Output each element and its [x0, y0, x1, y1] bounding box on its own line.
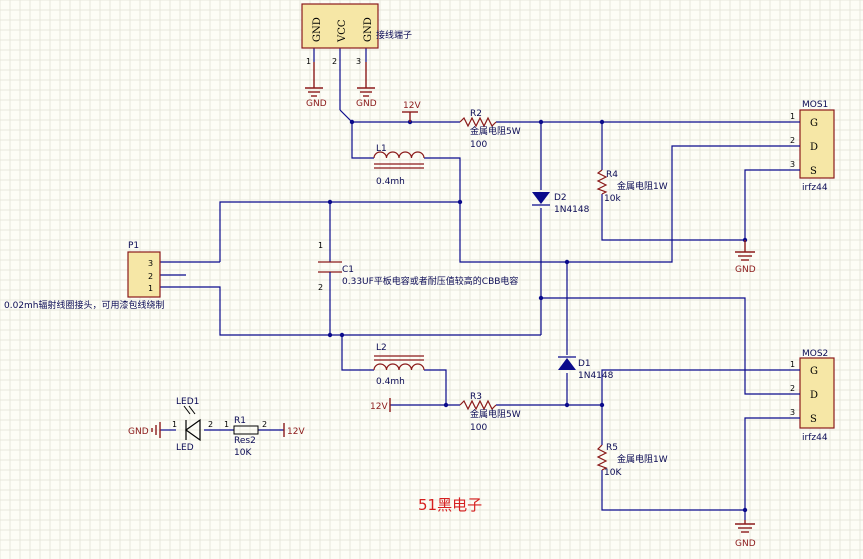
r1-pin1: 1: [224, 420, 229, 429]
v12-label: 12V: [370, 402, 388, 412]
d1-value: 1N4148: [578, 371, 614, 381]
led1-pin2: 2: [208, 420, 213, 429]
r2-value: 100: [470, 140, 487, 150]
c1-desc: 0.33UF平板电容或者耐压值较高的CBB电容: [342, 275, 518, 287]
gnd-symbol-mos1: GND: [735, 240, 756, 275]
p1-ref: P1: [128, 241, 139, 251]
r5-desc: 金属电阻1W: [617, 453, 668, 465]
junctions: [327, 119, 748, 513]
led1-ref: LED1: [176, 397, 199, 407]
mos2-pin-number-3: 3: [790, 408, 795, 417]
c1-ref: C1: [342, 265, 354, 275]
resistor-r2[interactable]: R2 金属电阻5W 100: [459, 109, 521, 150]
led1-name: LED: [176, 443, 194, 453]
inductor-l2[interactable]: L2 0.4mh: [373, 343, 425, 387]
connector-top[interactable]: GND VCC GND 1 2 3 接线端子: [301, 3, 412, 66]
p1-pin-3: 3: [148, 259, 153, 268]
r3-desc: 金属电阻5W: [470, 408, 521, 420]
connector-note: 接线端子: [376, 29, 412, 41]
mos1-ref: MOS1: [802, 100, 828, 110]
led-led1[interactable]: 1 2 LED1 LED: [172, 397, 213, 453]
c1-pin2: 2: [318, 283, 323, 292]
connector-pin-gnd2: GND: [363, 17, 374, 42]
p1-pin-2: 2: [148, 272, 153, 281]
r4-desc: 金属电阻1W: [617, 180, 668, 192]
capacitor-c1[interactable]: 1 2 C1 0.33UF平板电容或者耐压值较高的CBB电容: [318, 238, 518, 292]
p1-pin-1: 1: [148, 284, 153, 293]
mos2-ref: MOS2: [802, 349, 828, 359]
r1-pin2: 2: [262, 420, 267, 429]
v12-label: 12V: [287, 427, 305, 437]
r4-ref: R4: [606, 170, 618, 180]
d1-ref: D1: [578, 359, 591, 369]
gnd-label: GND: [735, 539, 756, 549]
diode-d2[interactable]: D2 1N4148: [532, 192, 590, 215]
vcc-12v-symbol-top: 12V: [402, 101, 421, 122]
mos1-pin-number-2: 2: [790, 136, 795, 145]
resistor-r5[interactable]: R5 金属电阻1W 10K: [596, 443, 668, 478]
r5-ref: R5: [606, 443, 618, 453]
resistor-r1[interactable]: 1 2 R1 Res2 10K: [224, 416, 267, 458]
gnd-label: GND: [356, 99, 377, 109]
r2-ref: R2: [470, 109, 482, 119]
vcc-12v-symbol-led: 12V: [283, 423, 305, 437]
gnd-symbol-top-right: GND: [356, 62, 377, 109]
gnd-label: GND: [735, 265, 756, 275]
led1-pin1: 1: [172, 420, 177, 429]
connector-pin-number-2: 2: [332, 57, 337, 66]
diode-d1[interactable]: D1 1N4148: [558, 356, 614, 381]
mos1-pin-number-1: 1: [790, 112, 795, 121]
mos1-pin-number-3: 3: [790, 160, 795, 169]
mos1-pin-g: G: [810, 118, 818, 129]
mos1-pin-s: S: [810, 166, 817, 177]
c1-pin1: 1: [318, 241, 323, 250]
d2-value: 1N4148: [554, 205, 590, 215]
r1-value: 10K: [234, 448, 252, 458]
l1-ref: L1: [376, 144, 387, 154]
v12-label: 12V: [403, 101, 421, 111]
mos2-part: irfz44: [802, 433, 828, 443]
mosfet-mos1[interactable]: MOS1 G D S 1 2 3 irfz44: [790, 100, 835, 193]
mos2-pin-number-2: 2: [790, 384, 795, 393]
mos2-pin-d: D: [810, 390, 818, 401]
l2-value: 0.4mh: [376, 377, 405, 387]
gnd-label: GND: [128, 427, 149, 437]
l1-value: 0.4mh: [376, 177, 405, 187]
l2-ref: L2: [376, 343, 387, 353]
mos2-pin-s: S: [810, 414, 817, 425]
vcc-12v-symbol-lower: 12V: [370, 398, 391, 412]
r4-value: 10k: [604, 194, 621, 204]
gnd-symbol-led: GND: [128, 422, 161, 438]
connector-pin-number-1: 1: [306, 57, 311, 66]
r2-desc: 金属电阻5W: [470, 125, 521, 137]
r1-ref: R1: [234, 416, 246, 426]
gnd-symbol-top-left: GND: [305, 62, 327, 109]
r5-value: 10K: [604, 468, 622, 478]
gnd-label: GND: [306, 99, 327, 109]
mos1-part: irfz44: [802, 183, 828, 193]
mosfet-mos2[interactable]: MOS2 G D S 1 2 3 irfz44: [790, 349, 835, 443]
r3-value: 100: [470, 423, 487, 433]
connector-pin-number-3: 3: [356, 57, 361, 66]
watermark-text: 51黑电子: [418, 496, 482, 514]
resistor-r4[interactable]: R4 金属电阻1W 10k: [596, 169, 668, 204]
connector-p1[interactable]: P1 3 2 1 0.02mh辐射线圈接头，可用漆包线绕制: [4, 241, 165, 311]
d2-ref: D2: [554, 193, 567, 203]
gnd-symbol-mos2: GND: [735, 520, 756, 549]
r3-ref: R3: [470, 392, 482, 402]
mos2-pin-g: G: [810, 366, 818, 377]
r1-part: Res2: [234, 436, 256, 446]
connector-pin-gnd1: GND: [312, 17, 323, 42]
p1-note: 0.02mh辐射线圈接头，可用漆包线绕制: [4, 299, 165, 311]
resistor-r3[interactable]: R3 金属电阻5W 100: [459, 392, 521, 433]
mos2-pin-number-1: 1: [790, 360, 795, 369]
connector-pin-vcc: VCC: [337, 19, 348, 43]
inductor-l1[interactable]: L1 0.4mh: [373, 144, 425, 187]
mos1-pin-d: D: [810, 142, 818, 153]
